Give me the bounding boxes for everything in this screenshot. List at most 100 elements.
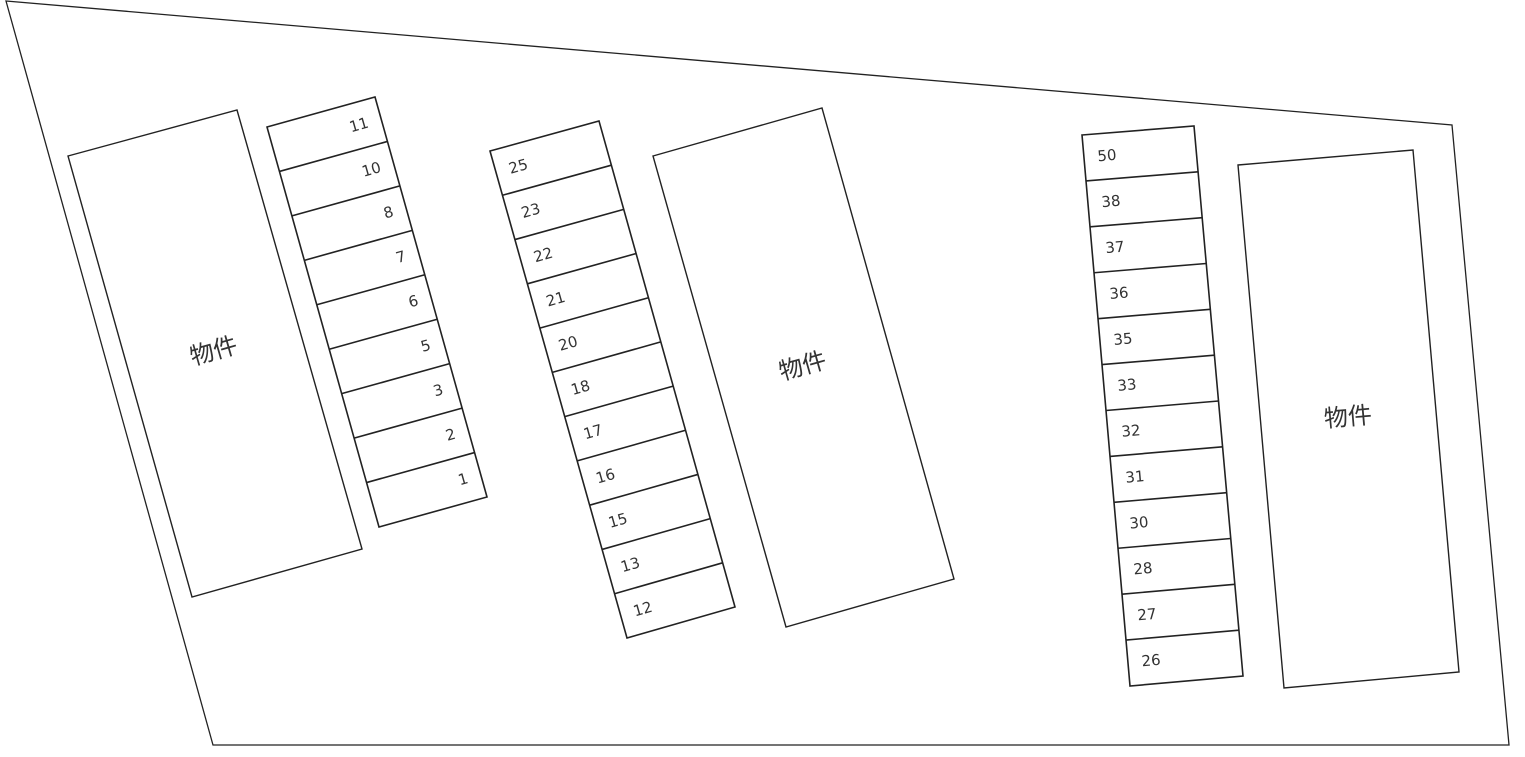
space-divider — [1117, 537, 1231, 550]
space-divider — [366, 451, 475, 484]
parking-space-number: 3 — [431, 380, 445, 400]
space-divider — [1093, 262, 1207, 274]
parking-strips-layer: 1110876532125232221201817161513125038373… — [266, 96, 1244, 687]
parking-space-number: 32 — [1121, 421, 1142, 441]
parking-space-number: 12 — [631, 598, 654, 621]
space-divider — [1085, 171, 1199, 182]
space-divider — [1089, 216, 1203, 228]
building[interactable]: 物件 — [1237, 149, 1460, 689]
parking-space[interactable]: 33 — [1101, 354, 1219, 410]
space-divider — [589, 473, 699, 506]
parking-space[interactable]: 20 — [539, 296, 661, 373]
parking-space-number: 28 — [1133, 559, 1154, 579]
parking-space-number: 27 — [1137, 605, 1158, 625]
space-divider — [514, 208, 624, 241]
parking-space[interactable]: 22 — [514, 208, 636, 283]
parking-space-number: 21 — [544, 288, 567, 311]
parking-space[interactable]: 8 — [291, 185, 412, 260]
parking-space[interactable]: 35 — [1097, 308, 1214, 364]
parking-space[interactable]: 23 — [502, 164, 623, 239]
parking-space-number: 18 — [569, 376, 592, 399]
parking-space[interactable]: 12 — [614, 562, 735, 638]
parking-space-number: 17 — [581, 421, 604, 444]
space-divider — [291, 185, 401, 217]
parking-space[interactable]: 17 — [564, 385, 686, 461]
space-divider — [1125, 629, 1239, 641]
parking-space[interactable]: 27 — [1121, 583, 1239, 640]
parking-space[interactable]: 6 — [316, 274, 437, 349]
parking-space[interactable]: 25 — [490, 121, 611, 195]
strip-center: 25 23 22 21 20 18 17 16 15 13 12 — [489, 120, 736, 639]
space-divider — [564, 385, 674, 418]
parking-space[interactable]: 18 — [552, 341, 673, 417]
parking-space-number: 6 — [406, 291, 420, 311]
space-divider — [341, 362, 450, 395]
space-divider — [279, 140, 388, 173]
parking-space-number: 15 — [606, 509, 629, 532]
space-divider — [329, 318, 438, 350]
parking-space-number: 2 — [444, 425, 458, 445]
parking-space[interactable]: 28 — [1117, 537, 1235, 595]
space-divider — [601, 517, 711, 551]
building-outline — [67, 109, 363, 598]
parking-space-number: 30 — [1129, 513, 1150, 533]
parking-space[interactable]: 26 — [1125, 629, 1243, 686]
building-outline — [652, 107, 955, 628]
parking-space[interactable]: 5 — [329, 318, 449, 393]
parking-space[interactable]: 7 — [304, 229, 424, 304]
parking-space[interactable]: 2 — [353, 407, 474, 482]
space-divider — [502, 164, 612, 197]
parking-space[interactable]: 3 — [341, 362, 462, 438]
parking-space[interactable]: 11 — [267, 97, 387, 171]
space-divider — [1101, 354, 1215, 366]
buildings-layer: 物件物件物件 — [67, 107, 1460, 689]
parking-space-number: 22 — [532, 244, 555, 267]
parking-space[interactable]: 1 — [366, 451, 487, 527]
parking-space-number: 36 — [1109, 283, 1130, 303]
parking-space-number: 10 — [360, 158, 383, 181]
building-label: 物件 — [1323, 401, 1373, 433]
strip-east: 50 38 37 36 35 33 32 31 30 28 27 26 — [1081, 125, 1244, 687]
parking-space[interactable]: 38 — [1085, 171, 1202, 227]
space-divider — [316, 274, 425, 306]
space-divider — [576, 429, 686, 462]
parking-space-number: 8 — [381, 203, 395, 223]
parking-space-number: 16 — [594, 465, 617, 488]
parking-space[interactable]: 36 — [1093, 262, 1210, 319]
parking-space-number: 31 — [1125, 467, 1146, 487]
parking-space-number: 13 — [619, 553, 642, 576]
space-divider — [1105, 400, 1219, 412]
parking-space-number: 7 — [394, 247, 408, 267]
parking-space[interactable]: 16 — [576, 429, 698, 505]
parking-space[interactable]: 13 — [601, 517, 723, 594]
parking-space[interactable]: 15 — [589, 473, 711, 549]
parking-space[interactable]: 32 — [1105, 400, 1223, 456]
space-divider — [1097, 308, 1211, 320]
building[interactable]: 物件 — [652, 107, 955, 628]
parking-space-number: 5 — [419, 336, 433, 356]
parking-space-number: 38 — [1101, 192, 1122, 212]
strip-west: 11 10 8 7 6 5 3 2 1 — [266, 96, 488, 528]
space-divider — [353, 407, 463, 439]
parking-space[interactable]: 10 — [279, 140, 399, 215]
parking-space-number: 26 — [1141, 651, 1162, 671]
site-boundary — [5, 0, 1510, 746]
parking-space-number: 33 — [1117, 375, 1138, 395]
building[interactable]: 物件 — [67, 109, 363, 598]
space-divider — [1121, 583, 1235, 595]
building-outline — [1237, 149, 1460, 689]
parking-space[interactable]: 37 — [1089, 216, 1206, 273]
parking-space[interactable]: 31 — [1109, 446, 1227, 503]
space-divider — [1109, 446, 1223, 458]
parking-space-number: 20 — [556, 332, 579, 355]
parking-space[interactable]: 30 — [1113, 491, 1231, 549]
parking-space-number: 23 — [519, 199, 542, 222]
space-divider — [614, 562, 723, 595]
parking-space[interactable]: 50 — [1082, 126, 1198, 181]
parking-strip-outline — [489, 120, 736, 639]
space-divider — [304, 229, 413, 262]
parking-space-number: 50 — [1097, 146, 1118, 166]
parking-space-number: 11 — [347, 114, 370, 137]
parking-space[interactable]: 21 — [527, 252, 648, 329]
space-divider — [552, 341, 662, 374]
